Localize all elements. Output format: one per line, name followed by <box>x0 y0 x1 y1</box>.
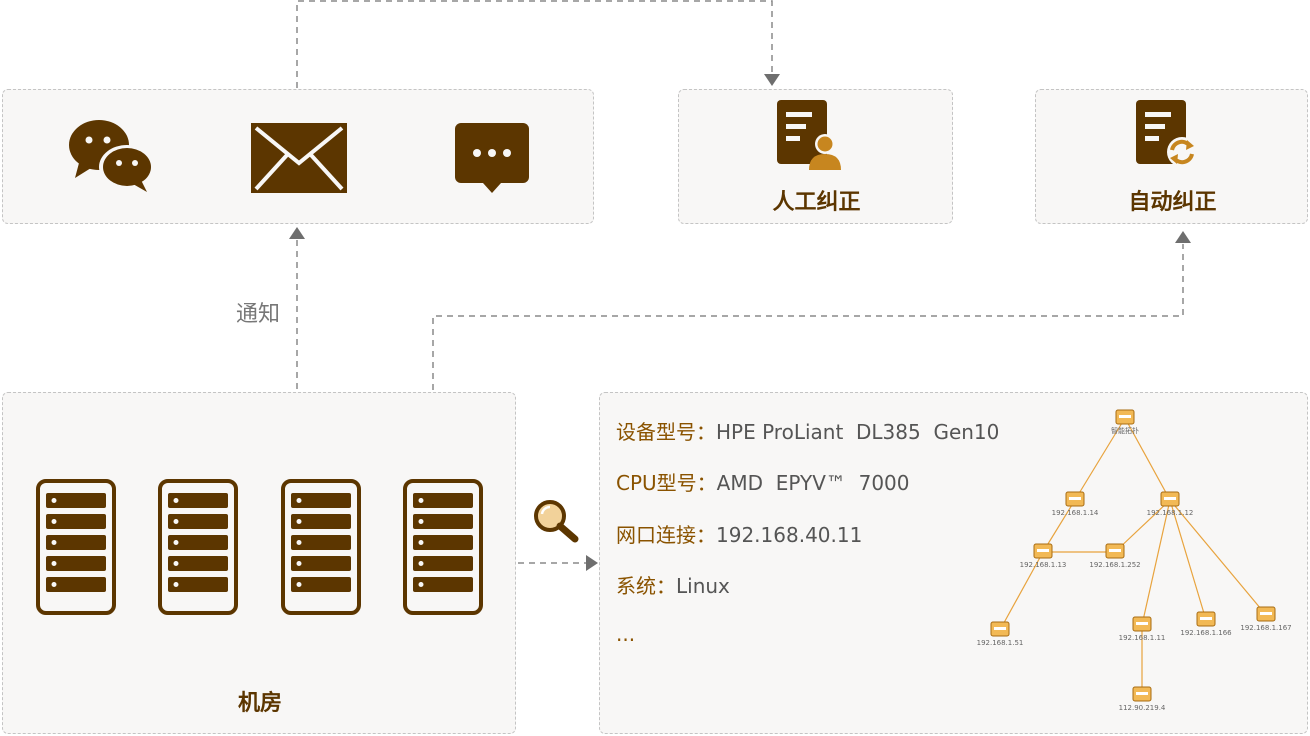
mail-icon <box>251 123 347 193</box>
wechat-icon <box>69 120 155 192</box>
info-row-cpu: CPU型号：AMD EPYV™ 7000 <box>616 467 910 496</box>
info-more: ... <box>616 622 636 646</box>
topology-link <box>1114 499 1171 553</box>
device-icon-detail <box>1069 497 1081 500</box>
topology-node: 192.168.1.13 <box>1020 543 1067 569</box>
topology-node: 智能拓扑 <box>1111 409 1139 435</box>
device-icon-detail <box>1109 549 1121 552</box>
topology-node: 192.168.1.166 <box>1180 611 1232 637</box>
auto-correction-icon <box>1136 100 1197 167</box>
info-value: 192.168.40.11 <box>716 523 863 547</box>
server-rack-icon <box>403 479 483 615</box>
arrow-right-scan <box>586 555 598 571</box>
arrow-up-auto <box>1175 231 1191 243</box>
arrow-up-notify <box>289 227 305 239</box>
notify-label: 通知 <box>236 302 281 327</box>
server-rack-icon <box>281 479 361 615</box>
topology-link <box>1074 417 1126 501</box>
topology-node: 192.168.1.51 <box>977 621 1024 647</box>
sms-icon <box>455 123 529 193</box>
info-key: CPU型号： <box>616 471 717 495</box>
topology-link <box>1124 417 1171 501</box>
topology-node: 112.90.219.4 <box>1119 686 1166 712</box>
topology-node-label: 192.168.1.51 <box>977 639 1024 647</box>
server-room-label: 机房 <box>237 691 282 716</box>
device-icon-detail <box>1200 617 1212 620</box>
info-row-network: 网口连接：192.168.40.11 <box>616 519 862 548</box>
device-icon-detail <box>1260 612 1272 615</box>
device-icon-detail <box>994 627 1006 630</box>
manual-correction-label: 人工纠正 <box>772 190 861 215</box>
info-row-model: 设备型号：HPE ProLiant DL385 Gen10 <box>616 416 999 445</box>
info-key: 系统： <box>616 574 676 598</box>
topology-node-label: 192.168.1.14 <box>1052 509 1099 517</box>
info-key: 网口连接： <box>616 523 716 547</box>
device-icon-detail <box>1136 622 1148 625</box>
magnifier-icon <box>534 500 579 543</box>
server-rack-icon <box>36 479 116 615</box>
device-icon-detail <box>1136 692 1148 695</box>
topology-node-label: 192.168.1.167 <box>1240 624 1291 632</box>
device-icon-detail <box>1037 549 1049 552</box>
topology-link <box>1042 499 1076 553</box>
server-room-box: 机房 <box>2 392 516 734</box>
topology-node-label: 192.168.1.166 <box>1180 629 1232 637</box>
topology-link <box>1169 499 1207 621</box>
arrow-down-manual <box>764 74 780 86</box>
auto-correction-box: 自动纠正 <box>1035 89 1308 224</box>
device-icon-detail <box>1164 497 1176 500</box>
topology-node-label: 112.90.219.4 <box>1119 704 1166 712</box>
topology-node: 192.168.1.11 <box>1119 616 1166 642</box>
topology-node-label: 192.168.1.11 <box>1119 634 1166 642</box>
info-value: AMD EPYV™ 7000 <box>716 471 910 495</box>
topology-node: 192.168.1.252 <box>1089 543 1141 569</box>
info-key: 设备型号： <box>616 420 716 444</box>
topology-node: 192.168.1.12 <box>1147 491 1194 517</box>
manual-correction-box: 人工纠正 <box>678 89 953 224</box>
network-topology: 智能拓扑 192.168.1.14 192.168.1.12 192.168.1.13… <box>977 409 1292 712</box>
topology-node-label: 智能拓扑 <box>1111 426 1139 435</box>
manual-correction-icon <box>777 100 841 170</box>
topology-node-label: 192.168.1.252 <box>1089 561 1140 569</box>
server-rack-icon <box>158 479 238 615</box>
topology-node-label: 192.168.1.13 <box>1020 561 1067 569</box>
info-row-system: 系统：Linux <box>616 570 730 599</box>
notification-channels-box <box>2 89 594 224</box>
info-value: Linux <box>676 574 730 598</box>
device-icon-detail <box>1119 415 1131 418</box>
topology-node-label: 192.168.1.12 <box>1147 509 1194 517</box>
info-value: HPE ProLiant DL385 Gen10 <box>716 420 1000 444</box>
topology-link <box>1141 499 1171 626</box>
auto-correction-label: 自动纠正 <box>1128 190 1217 215</box>
topology-node: 192.168.1.167 <box>1240 606 1292 632</box>
device-info-box <box>599 392 1308 734</box>
topology-link <box>999 551 1044 631</box>
topology-node: 192.168.1.14 <box>1052 491 1099 517</box>
auto-correct-line <box>432 244 1184 390</box>
feedback-to-manual-line <box>296 0 773 88</box>
topology-link <box>1169 499 1267 616</box>
